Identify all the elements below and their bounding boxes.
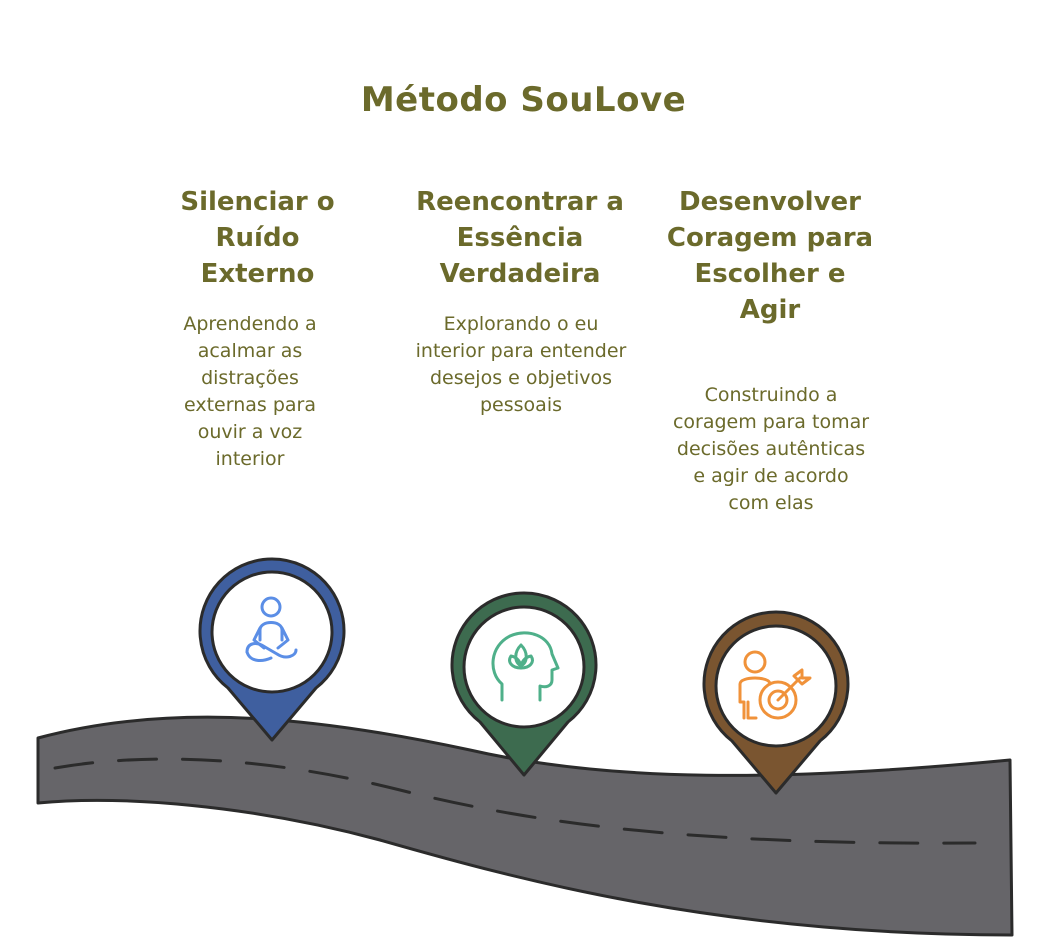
page-title: Método SouLove <box>360 80 687 120</box>
road <box>36 715 1014 937</box>
location-marker-1 <box>198 557 346 742</box>
lotus-head-icon <box>491 631 560 702</box>
step-description-1: Aprendendo a acalmar as distrações exter… <box>183 313 317 470</box>
person-target-icon <box>738 650 812 720</box>
road-center-line <box>53 757 977 845</box>
step-heading-1: Silenciar o Ruído Externo <box>180 187 335 289</box>
step-heading-3: Desenvolver Coragem para Escolher e Agir <box>666 187 874 325</box>
step-description-2: Explorando o eu interior para entender d… <box>415 313 627 416</box>
meditation-person-icon <box>245 596 298 662</box>
step-description-3: Construindo a coragem para tomar decisõe… <box>672 384 870 514</box>
location-marker-2 <box>450 591 598 777</box>
step-heading-2: Reencontrar a Essência Verdadeira <box>416 187 624 289</box>
location-marker-3 <box>702 610 850 795</box>
